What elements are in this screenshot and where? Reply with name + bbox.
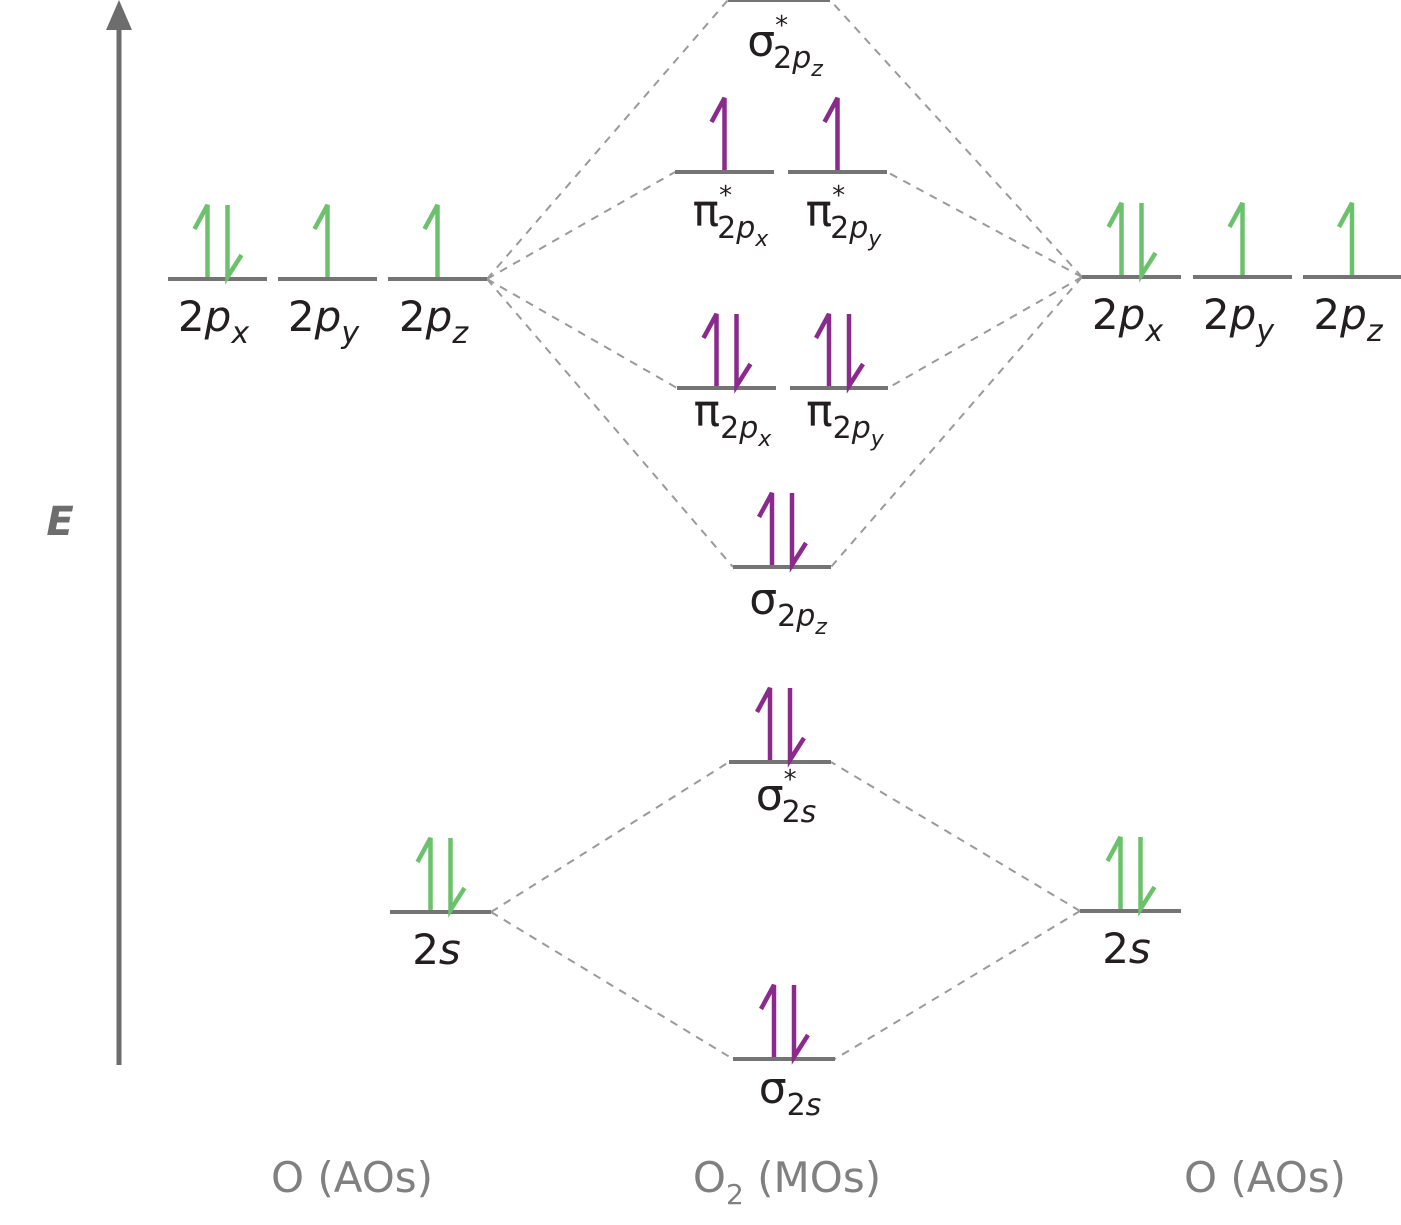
- caption-left-atom: O (AOs): [271, 1153, 433, 1202]
- spin-down-arrow-icon: [789, 493, 808, 573]
- antibonding-star: *: [832, 181, 845, 211]
- mo-level-sigstar2s: σ*2s: [729, 686, 831, 830]
- correlation-line: [829, 0, 1083, 278]
- orbital-label: 2pz: [399, 292, 469, 351]
- antibonding-star: *: [775, 11, 788, 41]
- orbital-label: 2px: [1092, 290, 1163, 349]
- spin-up-arrow-icon: [1227, 201, 1245, 275]
- ao-level-R2s: 2s: [1080, 835, 1181, 973]
- spin-down-arrow-icon: [846, 314, 865, 394]
- axis-arrowhead-icon: [106, 0, 132, 30]
- orbital-label: π*2py: [806, 181, 883, 252]
- orbital-label: 2py: [288, 292, 360, 351]
- spin-up-arrow-icon: [192, 203, 210, 277]
- orbital-label: 2pz: [1313, 290, 1383, 349]
- spin-up-arrow-icon: [1106, 201, 1124, 275]
- correlation-line: [830, 276, 1083, 568]
- mo-level-pi2px: π2px: [677, 312, 776, 452]
- ao-level-L2px: 2px: [168, 203, 267, 351]
- orbital-label: 2s: [1102, 924, 1151, 973]
- orbital-label: π2py: [806, 386, 885, 452]
- caption-right-atom: O (AOs): [1184, 1153, 1346, 1202]
- spin-up-arrow-icon: [709, 96, 727, 170]
- mo-level-sig2s: σ2s: [733, 983, 835, 1123]
- correlation-lines: [486, 0, 1083, 1060]
- spin-up-arrow-icon: [312, 203, 330, 277]
- spin-down-arrow-icon: [734, 314, 753, 394]
- energy-axis: E: [46, 0, 132, 1065]
- correlation-line: [887, 276, 1083, 389]
- spin-down-arrow-icon: [787, 688, 806, 768]
- orbital-label: σ*2s: [756, 765, 817, 830]
- ao-level-R2py: 2py: [1193, 201, 1292, 349]
- spin-up-arrow-icon: [759, 983, 777, 1057]
- spin-up-arrow-icon: [415, 836, 433, 910]
- correlation-line: [490, 911, 734, 1060]
- orbital-label: σ2s: [759, 1063, 822, 1123]
- mo-level-pi2py: π2py: [790, 312, 888, 452]
- antibonding-star: *: [719, 181, 732, 211]
- energy-axis-label: E: [46, 499, 73, 545]
- correlation-line: [886, 171, 1083, 278]
- orbital-label: 2s: [412, 925, 461, 974]
- ao-level-R2px: 2px: [1082, 201, 1181, 349]
- spin-down-arrow-icon: [1138, 837, 1157, 917]
- ao-level-L2s: 2s: [390, 836, 491, 974]
- spin-up-arrow-icon: [755, 686, 773, 760]
- spin-up-arrow-icon: [822, 96, 840, 170]
- correlation-line: [486, 171, 676, 280]
- spin-up-arrow-icon: [701, 312, 719, 386]
- orbital-label: σ2pz: [749, 574, 827, 640]
- mo-level-sig2pz: σ2pz: [733, 491, 831, 640]
- correlation-line: [490, 761, 730, 913]
- orbital-label: σ*2pz: [747, 11, 823, 82]
- mo-level-pistar2px: π*2px: [675, 96, 774, 252]
- ao-level-L2py: 2py: [278, 203, 377, 351]
- mo-level-pistar2py: π*2py: [788, 96, 887, 252]
- spin-up-arrow-icon: [757, 491, 775, 565]
- ao-level-R2pz: 2pz: [1303, 201, 1401, 349]
- spin-down-arrow-icon: [448, 838, 467, 918]
- correlation-line: [486, 278, 678, 389]
- correlation-line: [486, 278, 734, 568]
- correlation-line: [834, 910, 1081, 1060]
- energy-levels: 2px 2py 2pz 2s 2px 2py 2pz 2s σ*2pz π*2px π*2py π2p…: [168, 0, 1401, 1123]
- ao-level-L2pz: 2pz: [388, 203, 487, 351]
- spin-up-arrow-icon: [422, 203, 440, 277]
- orbital-label: π2px: [694, 386, 773, 452]
- captions: O (AOs) O2 (MOs) O (AOs): [271, 1153, 1346, 1211]
- spin-down-arrow-icon: [791, 985, 810, 1065]
- spin-down-arrow-icon: [225, 205, 244, 285]
- caption-molecule: O2 (MOs): [693, 1153, 881, 1211]
- spin-up-arrow-icon: [1337, 201, 1355, 275]
- correlation-line: [486, 0, 729, 280]
- orbital-label: 2px: [178, 292, 249, 351]
- spin-down-arrow-icon: [1139, 203, 1158, 283]
- spin-up-arrow-icon: [1105, 835, 1123, 909]
- antibonding-star: *: [784, 765, 797, 795]
- spin-up-arrow-icon: [814, 312, 832, 386]
- correlation-line: [830, 761, 1081, 912]
- orbital-label: 2py: [1203, 290, 1275, 349]
- mo-level-sigstar2pz: σ*2pz: [728, 0, 830, 82]
- orbital-label: π*2px: [693, 181, 770, 252]
